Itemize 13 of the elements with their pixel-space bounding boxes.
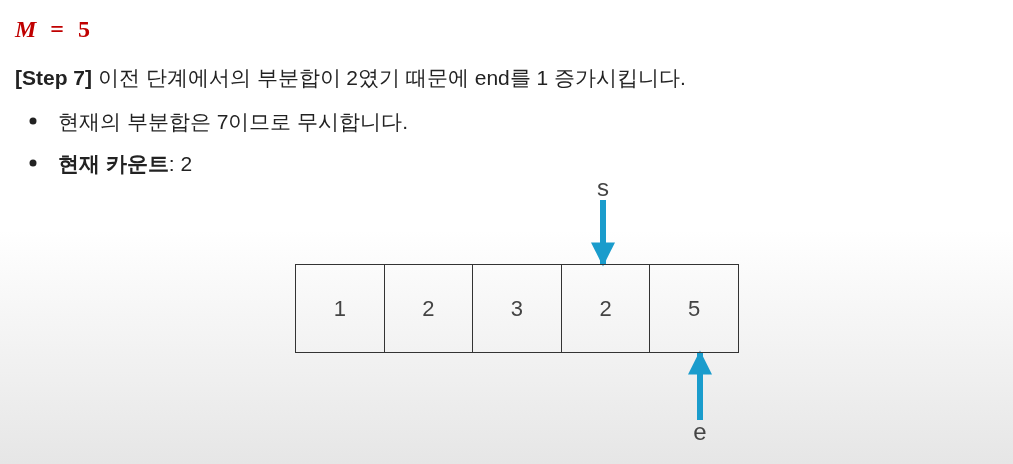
title: M = 5 — [15, 16, 91, 43]
pointer-label: s — [593, 176, 613, 200]
array-cell: 2 — [383, 264, 474, 353]
array-cell: 2 — [560, 264, 651, 353]
array-cell: 3 — [472, 264, 562, 353]
pointer-label: e — [690, 420, 710, 444]
step-description: [Step 7] 이전 단계에서의 부분합이 2였기 때문에 end를 1 증가시킵니다. — [15, 65, 686, 91]
bullet-text: 현재 카운트: 2 — [58, 151, 193, 177]
array-cell: 1 — [295, 264, 385, 353]
arrow — [688, 350, 712, 420]
bullet-text: 현재의 부분합은 7이므로 무시합니다. — [58, 109, 409, 135]
arrow — [591, 200, 615, 267]
array-cell: 5 — [649, 264, 739, 353]
